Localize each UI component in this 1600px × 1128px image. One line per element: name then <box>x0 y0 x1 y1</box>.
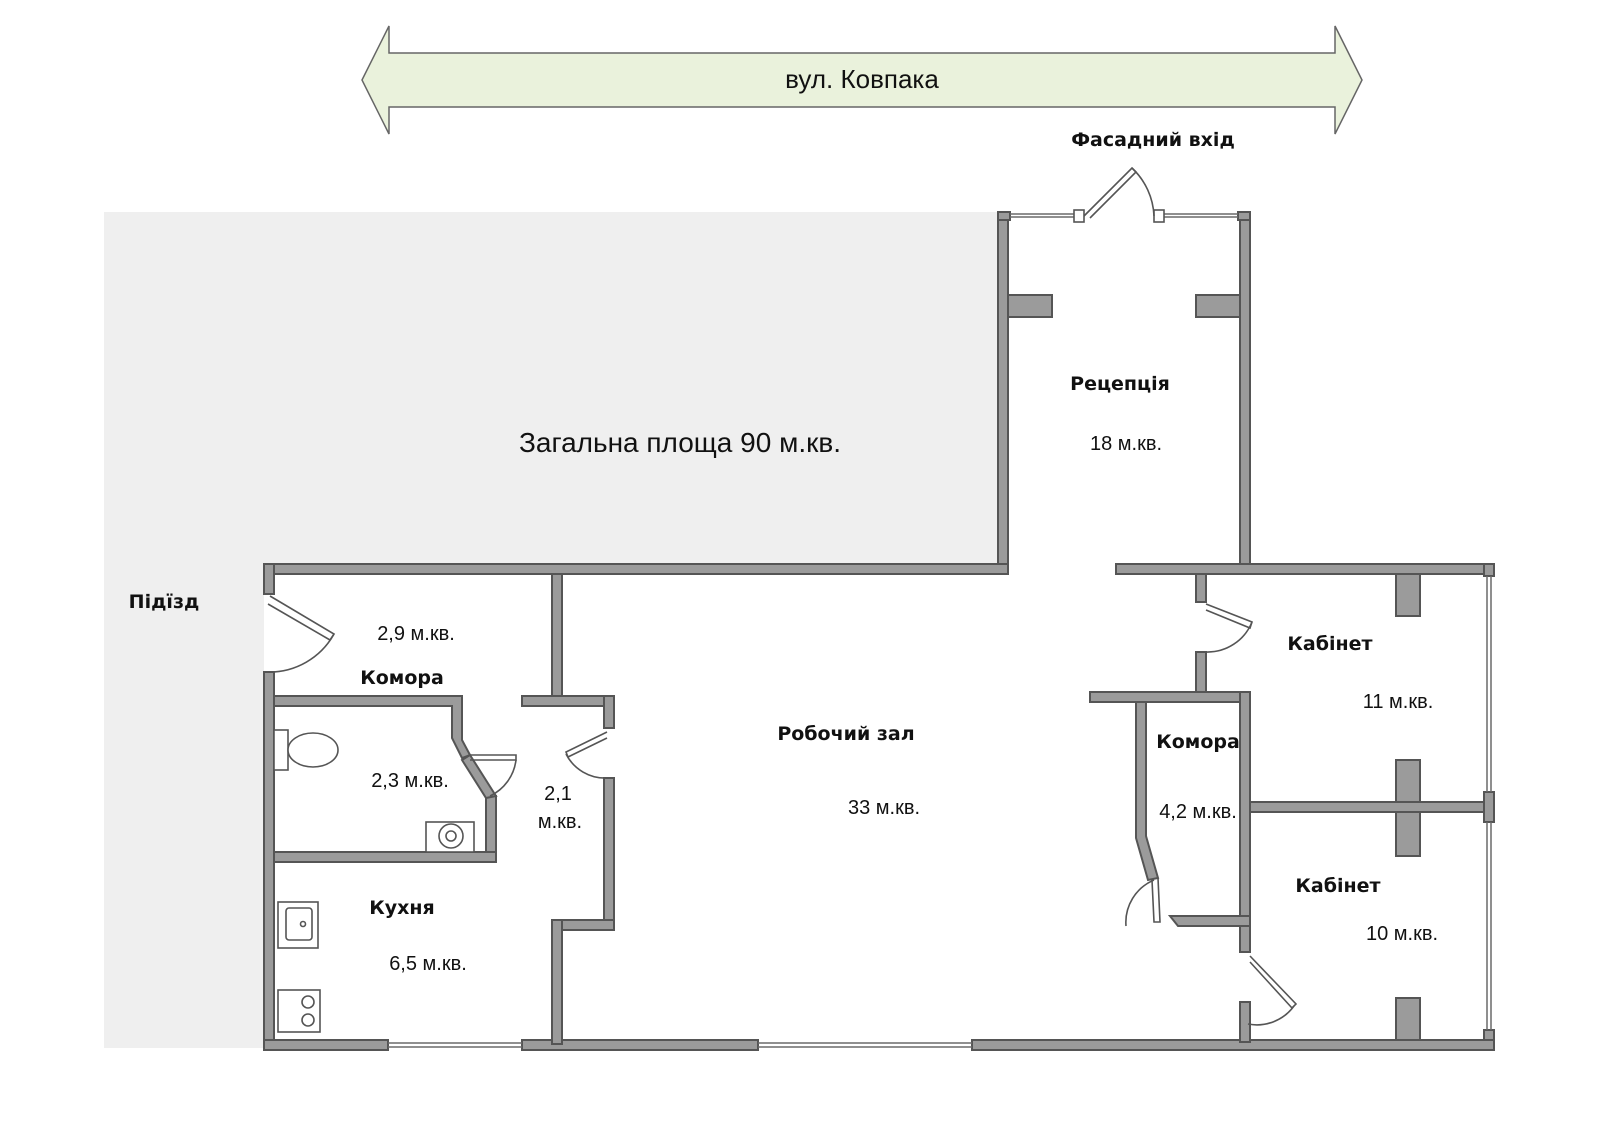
stove-burner-icon <box>301 1013 315 1027</box>
wall <box>997 211 1011 221</box>
storage-top-area: 2,9 м.кв. <box>377 623 455 645</box>
wall <box>1249 801 1485 813</box>
wc-door-swing <box>489 759 517 797</box>
street-label: вул. Ковпака <box>785 64 939 94</box>
windows <box>388 213 1492 1048</box>
hall-door <box>564 731 608 759</box>
wall <box>1195 651 1207 693</box>
wall <box>273 851 497 863</box>
reception-area: 18 м.кв. <box>1090 433 1162 455</box>
storage-right-name: Комора <box>1156 731 1240 753</box>
wall <box>1395 997 1421 1041</box>
kitchen-area: 6,5 м.кв. <box>389 953 467 975</box>
wall <box>603 777 615 931</box>
wall <box>1089 691 1251 703</box>
storage-door <box>1151 877 1161 923</box>
fixtures <box>273 729 475 1033</box>
facade-door-swing <box>1131 167 1155 217</box>
wall <box>1195 573 1207 603</box>
entrance-door <box>267 595 336 642</box>
storage-door-swing <box>1125 879 1155 927</box>
wall <box>971 1039 1495 1051</box>
office-bottom-area: 10 м.кв. <box>1366 923 1438 945</box>
wall <box>460 753 498 800</box>
wall <box>1239 1001 1251 1043</box>
wall <box>1395 573 1421 617</box>
wall <box>1239 211 1251 570</box>
wall <box>263 671 275 1049</box>
wall <box>521 695 615 707</box>
wall <box>263 563 275 595</box>
facade-entrance-label: Фасадний вхід <box>1071 129 1235 151</box>
office-top-area: 11 м.кв. <box>1363 691 1434 713</box>
office-door-swing <box>1247 1005 1295 1026</box>
entrance-label: Підїзд <box>129 591 200 613</box>
hall-door-swing <box>565 753 608 779</box>
office-door <box>1205 603 1253 630</box>
wall <box>551 919 563 1045</box>
wall <box>1135 701 1160 882</box>
wall <box>1395 811 1421 857</box>
wall <box>485 795 497 861</box>
office-door <box>1249 955 1298 1010</box>
entrance-door-swing <box>267 633 335 673</box>
toilet-bowl-icon <box>287 732 339 768</box>
office-top-name: Кабінет <box>1287 633 1372 655</box>
kitchen-name: Кухня <box>369 897 435 919</box>
facade-door <box>1083 166 1138 219</box>
toilet-icon <box>273 729 289 771</box>
office-door-swing <box>1205 621 1253 653</box>
wall <box>273 695 472 760</box>
wall <box>521 1039 759 1051</box>
hall-small-area-1: 2,1 <box>544 783 572 805</box>
wc-area: 2,3 м.кв. <box>371 770 449 792</box>
wall <box>1483 791 1495 823</box>
storage-top-name: Комора <box>360 667 444 689</box>
wall <box>1115 563 1495 575</box>
wall <box>1395 759 1421 803</box>
street-arrow <box>361 25 1363 135</box>
wall <box>1167 915 1251 927</box>
wc-door <box>470 754 517 761</box>
outside-area <box>104 212 998 1048</box>
stove-icon <box>277 989 321 1033</box>
wall <box>997 211 1009 570</box>
wall <box>1007 294 1053 318</box>
wall <box>1483 563 1495 577</box>
door-post <box>1153 209 1165 223</box>
wall <box>1195 294 1241 318</box>
wall <box>1239 691 1251 953</box>
work-hall-name: Робочий зал <box>777 723 914 745</box>
stove-burner-icon <box>301 995 315 1009</box>
wall <box>551 573 563 705</box>
doors <box>267 166 1298 1026</box>
sink-drain-icon <box>445 830 457 842</box>
work-hall-area: 33 м.кв. <box>848 797 920 819</box>
wall <box>263 1039 389 1051</box>
hall-small-area-2: м.кв. <box>538 811 582 833</box>
wall <box>263 563 1009 575</box>
walls <box>263 211 1495 1051</box>
wall <box>1237 211 1251 221</box>
storage-right-area: 4,2 м.кв. <box>1159 801 1237 823</box>
kitchen-sink-drain-icon <box>299 920 307 928</box>
total-area-label: Загальна площа 90 м.кв. <box>519 427 841 458</box>
office-bottom-name: Кабінет <box>1295 875 1380 897</box>
door-post <box>1073 209 1085 223</box>
reception-name: Рецепція <box>1070 373 1170 395</box>
wall <box>603 695 615 729</box>
kitchen-sink-bowl-icon <box>285 907 313 941</box>
